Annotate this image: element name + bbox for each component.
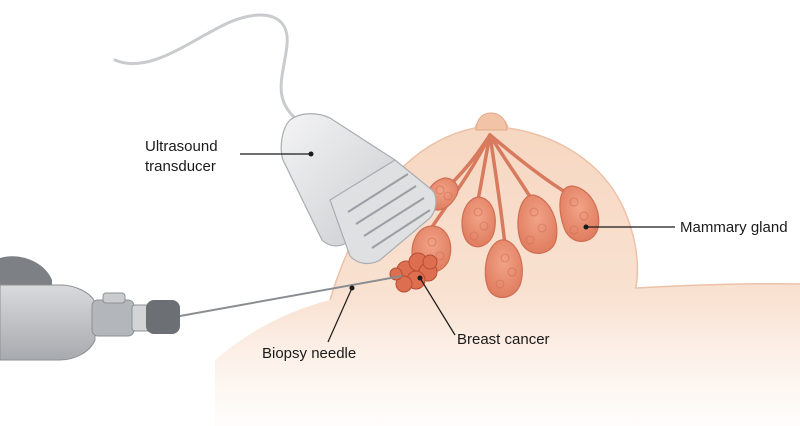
nipple — [475, 112, 508, 131]
label-ultrasound-transducer-line2: transducer — [145, 158, 216, 175]
leader-dots — [349, 224, 589, 291]
breast-cancer-leader — [419, 277, 456, 336]
leader-lines — [240, 153, 675, 343]
gland-lobe — [461, 196, 496, 248]
gland-lobe — [484, 239, 523, 298]
label-ultrasound-transducer-line1: Ultrasound — [145, 138, 218, 155]
transducer-cable — [113, 13, 302, 124]
ultrasound-transducer — [280, 113, 437, 265]
breast-cancer-tumor — [389, 252, 438, 293]
label-biopsy-needle: Biopsy needle — [262, 345, 356, 362]
lobe-texture — [421, 185, 589, 289]
biopsy-needle-leader — [327, 287, 353, 343]
biopsy-needle — [179, 275, 403, 317]
label-mammary-gland: Mammary gland — [680, 219, 788, 236]
biopsy-needle-handle — [0, 256, 180, 361]
label-breast-cancer: Breast cancer — [457, 331, 550, 348]
gland-lobe — [517, 194, 558, 254]
mammary-gland-ducts — [428, 133, 572, 247]
